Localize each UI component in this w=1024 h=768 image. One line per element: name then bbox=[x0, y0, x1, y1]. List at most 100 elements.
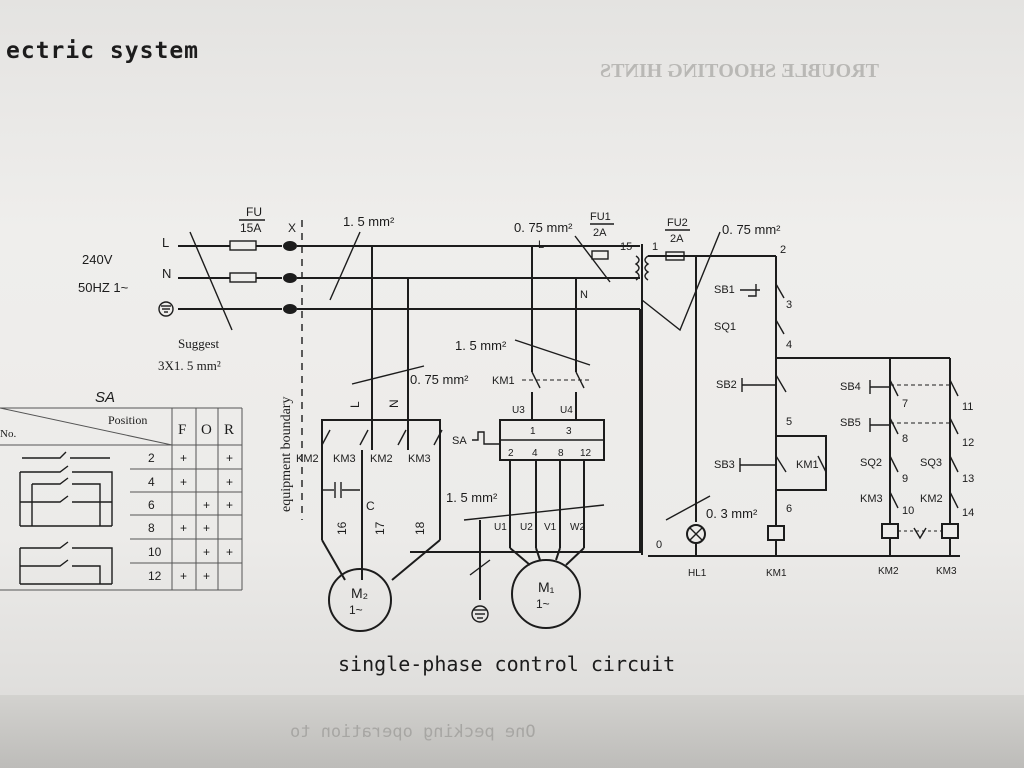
wire-size-1-5-km1: 1. 5 mm² bbox=[455, 338, 507, 353]
fuse-fu1-rating: 2A bbox=[593, 227, 607, 239]
svg-text:4: 4 bbox=[786, 339, 792, 351]
wire-size-0-75-motor: 0. 75 mm² bbox=[410, 372, 469, 387]
fuse-fu-icon bbox=[229, 240, 257, 251]
coil-km1-icon bbox=[767, 525, 785, 541]
sa-row-mark: + bbox=[203, 498, 210, 512]
svg-text:8: 8 bbox=[558, 448, 564, 459]
coil-km2-icon bbox=[881, 523, 899, 539]
sa-switch-icon bbox=[472, 431, 500, 445]
svg-text:15: 15 bbox=[620, 241, 632, 253]
svg-text:N: N bbox=[580, 289, 588, 301]
svg-text:6: 6 bbox=[786, 503, 792, 515]
svg-text:5: 5 bbox=[786, 416, 792, 428]
svg-text:8: 8 bbox=[902, 433, 908, 445]
fuse-fu1-label: FU1 bbox=[590, 211, 611, 223]
terminal-17: 17 bbox=[373, 521, 387, 535]
sa-row-number: 12 bbox=[148, 569, 162, 583]
svg-text:12: 12 bbox=[962, 437, 974, 449]
diagram-caption: single-phase control circuit bbox=[338, 652, 676, 676]
sa-row-mark: + bbox=[226, 451, 233, 465]
svg-text:7: 7 bbox=[902, 398, 908, 410]
terminal-u4: U4 bbox=[560, 405, 573, 416]
button-sb5-label: SB5 bbox=[840, 417, 861, 429]
terminal-u1: U1 bbox=[494, 522, 507, 533]
earth-symbol-icon bbox=[158, 301, 174, 317]
contact-km1-hold: KM1 bbox=[796, 459, 819, 471]
cable-suggest-label: Suggest bbox=[178, 336, 220, 351]
page-header: ectric system bbox=[6, 38, 200, 64]
terminal-x-label: X bbox=[288, 221, 296, 235]
terminal-16: 16 bbox=[335, 521, 349, 535]
motor-m1-phase: 1~ bbox=[536, 597, 550, 611]
sa-table-no-label: No. bbox=[0, 428, 16, 440]
ground-terminal-icon bbox=[471, 605, 489, 623]
sa-table-rows: 2++4++6++8++10++12++ bbox=[148, 451, 233, 583]
svg-text:2: 2 bbox=[780, 244, 786, 256]
sa-row-number: 10 bbox=[148, 545, 162, 559]
svg-text:2: 2 bbox=[508, 448, 514, 459]
svg-text:L: L bbox=[538, 239, 544, 251]
supply-frequency: 50HZ 1~ bbox=[78, 280, 129, 295]
wire-size-0-3: 0. 3 mm² bbox=[706, 506, 758, 521]
motor-m1-label: M₁ bbox=[538, 579, 555, 595]
sa-row-mark: + bbox=[180, 569, 187, 583]
fuse-fu1-icon bbox=[591, 250, 609, 260]
button-sb1-label: SB1 bbox=[714, 284, 735, 296]
sa-row-mark: + bbox=[180, 475, 187, 489]
fuse-fu-n-icon bbox=[229, 272, 257, 283]
control-circuit: 0. 75 mm² L FU1 2A 15 N 1 FU2 2A 0. 75 m… bbox=[514, 211, 974, 579]
motor-m2-label: M₂ bbox=[351, 585, 368, 601]
sa-row-number: 6 bbox=[148, 498, 155, 512]
terminal-u3: U3 bbox=[512, 405, 525, 416]
cable-suggest-size: 3X1. 5 mm² bbox=[158, 358, 221, 373]
sa-position-table: SA Position No. F O R 2++4++6++8 bbox=[0, 389, 243, 591]
supply-voltage: 240V bbox=[82, 252, 113, 267]
terminal-block-icon bbox=[283, 241, 297, 314]
sa-col-f: F bbox=[178, 422, 186, 438]
svg-text:14: 14 bbox=[962, 507, 974, 519]
sa-row-mark: + bbox=[203, 545, 210, 559]
sa-row-mark: + bbox=[226, 475, 233, 489]
motor-m2-phase: 1~ bbox=[349, 603, 363, 617]
motor-m2-icon bbox=[328, 568, 392, 632]
contact-km1-label: KM1 bbox=[492, 375, 515, 387]
push-button-sb2-icon bbox=[741, 378, 776, 392]
limit-switch-sq1-icon bbox=[775, 319, 785, 335]
terminal-v1: V1 bbox=[544, 522, 557, 533]
paper-bottom-edge bbox=[0, 695, 1024, 768]
coil-km3-icon bbox=[941, 523, 959, 539]
transformer-icon bbox=[634, 255, 650, 281]
fuse-fu2-rating: 2A bbox=[670, 233, 684, 245]
sa-row-number: 8 bbox=[148, 521, 155, 535]
push-button-sb3-icon bbox=[739, 458, 776, 472]
svg-text:13: 13 bbox=[962, 473, 974, 485]
svg-text:12: 12 bbox=[580, 448, 592, 459]
sa-table-position-label: Position bbox=[108, 413, 147, 427]
lamp-hl1-label: HL1 bbox=[688, 568, 707, 579]
terminal-u2: U2 bbox=[520, 522, 533, 533]
svg-text:1: 1 bbox=[652, 241, 658, 253]
contact-km3-interlock: KM3 bbox=[860, 493, 883, 505]
coil-km3-label: KM3 bbox=[936, 566, 957, 577]
motor-line-n: N bbox=[387, 399, 401, 408]
fuse-fu2-label: FU2 bbox=[667, 217, 688, 229]
sa-row-mark: + bbox=[203, 521, 210, 535]
svg-text:9: 9 bbox=[902, 473, 908, 485]
button-sb4-label: SB4 bbox=[840, 381, 861, 393]
motor-circuit: 0. 75 mm² L N KM2 KM3 KM2 KM3 C 16 17 18 bbox=[296, 246, 641, 632]
sa-table-title: SA bbox=[95, 389, 115, 406]
contact-km3-b: KM3 bbox=[408, 453, 431, 465]
cable-slash bbox=[189, 231, 233, 331]
switch-sq3-label: SQ3 bbox=[920, 457, 942, 469]
sa-row-mark: + bbox=[203, 569, 210, 583]
push-button-sb5-icon bbox=[869, 418, 890, 432]
wire-size-0-75-ctrl: 0. 75 mm² bbox=[514, 220, 573, 235]
fuse-fu-label: FU bbox=[246, 205, 262, 219]
line-label-n: N bbox=[162, 266, 171, 281]
sa-row-mark: + bbox=[180, 451, 187, 465]
km2-km3-contacts-icon bbox=[321, 429, 443, 446]
sa-row-number: 2 bbox=[148, 451, 155, 465]
svg-text:1: 1 bbox=[530, 426, 536, 437]
